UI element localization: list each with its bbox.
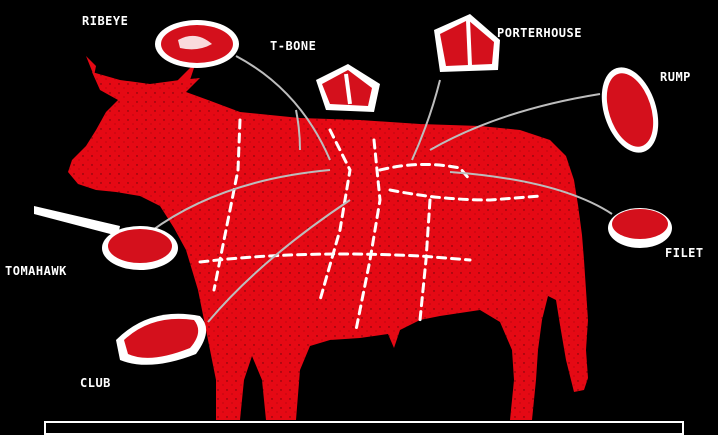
steak-tomahawk [34,206,178,270]
label-filet: FILET [665,246,704,260]
steak-filet [608,208,672,248]
label-ribeye: RIBEYE [82,14,128,28]
steak-rump [592,60,669,160]
steak-t-bone [316,64,380,112]
steak-porterhouse [434,14,500,72]
label-tomahawk: TOMAHAWK [5,264,67,278]
label-rump: RUMP [660,70,691,84]
steak-club [116,314,206,365]
label-t-bone: T-BONE [270,39,316,53]
label-porterhouse: PORTERHOUSE [497,26,582,40]
label-club: CLUB [80,376,111,390]
caption-box [44,421,684,435]
steak-ribeye [155,20,239,68]
